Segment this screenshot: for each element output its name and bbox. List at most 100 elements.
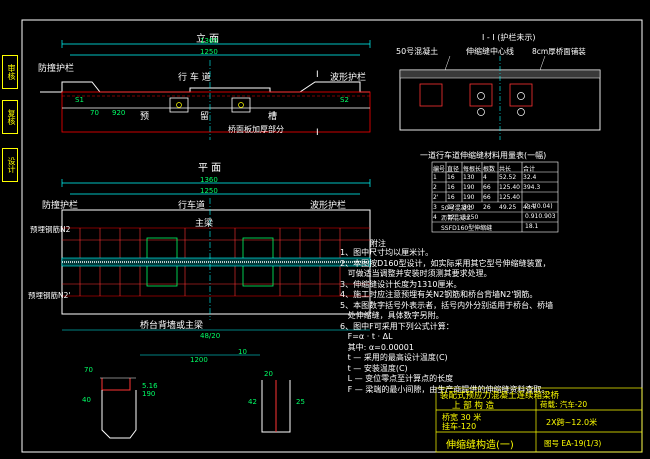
detail-dim-d: 10 [238,348,247,356]
materials-footer-value: 2.4(0.04) [525,203,553,210]
elev-slot-label-1: 预 [140,112,150,122]
detail-dim-c: 40 [82,396,91,404]
title-project: 装配式预应力混凝土连续箱梁桥 [440,391,560,401]
materials-cell: 1 [433,174,437,181]
note-line: 其中: α=0.00001 [340,342,414,352]
detail-dim-h: 20 [264,370,273,378]
detail-dim-i: 25 [296,398,305,406]
materials-cell: 16 [447,184,455,191]
elev-dim-top-label: 1360 [200,37,218,45]
materials-cell: 3 [433,204,437,211]
detail-dim-b: 1200 [190,356,208,364]
elev-bottom-label: 桥面板加厚部分 [228,125,284,134]
note-line: 可做适当调整并安装时须测其要求处理。 [340,269,492,278]
detail-dim-a: 70 [84,366,93,374]
materials-cell: 4 [433,214,437,221]
drawing-frame [21,19,643,453]
elev-deck-outline [40,81,370,93]
title-width: 桥宽 30 米 [442,413,482,422]
elev-dim-left: 70 [90,109,99,117]
materials-header-cell: 编号 [433,166,446,173]
materials-cell: 130 [463,174,475,181]
elev-dim-sub-label: 1250 [200,48,218,56]
plan-rebar-n2p: 预埋钢筋N2' [28,291,71,300]
materials-footer-label: SSFD160型伸缩缝 [441,225,493,232]
title-part: 上 部 构 造 [452,401,495,411]
title-block-grid [435,387,643,453]
plan-beam-label: 主梁 [195,219,214,229]
detail-bar-2 [101,390,137,439]
elev-dim-small: 920 [112,109,126,117]
note-line: 2、本图按D160型设计，如实际采用其它型号伸缩缝装置， [340,258,551,268]
elev-slot-label-2: 留 [200,112,210,122]
plan-center-label: 行车道 [178,201,206,211]
plan-right-label: 波形护栏 [310,201,347,211]
elev-left-label: 防撞护栏 [38,64,75,74]
materials-header-cell: 合计 [523,166,536,173]
detail-dim-f: 190 [142,390,156,398]
section-title: I - I (护栏未示) [482,33,536,42]
title-spec2: 挂车-120 [442,422,477,431]
note-line: L — 变位零点至计算点的长度 [340,374,454,383]
materials-table-grid [431,161,559,233]
side-tab-design: 设计 [2,148,18,182]
elev-section-mark-2: I [316,128,319,138]
plan-rebar-n2: 预埋钢筋N2 [30,225,71,234]
materials-cell: 52.52 [499,174,517,181]
section-deck-label: 8cm厚桥面铺装 [532,47,586,56]
detail-dim-g: 42 [248,398,257,406]
materials-cell: 4 [483,174,487,181]
plan-dim-top-label: 1360 [200,176,218,184]
materials-cell: 12 [447,214,455,221]
materials-cell: 32.4 [523,174,537,181]
materials-cell: 125.40 [499,184,520,191]
note-line: 3、伸缩缝设计长度为1310厘米。 [340,279,462,289]
elev-section-mark-1: I [316,70,319,80]
materials-footer-value: 0.910.903 [525,213,556,220]
materials-cell: 190 [463,194,475,201]
materials-footer-value: 18.1 [525,223,539,230]
plan-title: 平 面 [198,163,222,174]
materials-cell: 66 [483,194,491,201]
materials-cell: 16 [447,194,455,201]
plan-bottom-label: 桥台背墙或主梁 [140,321,204,331]
materials-cell: 26 [483,204,491,211]
section-joint-label: 伸缩缝中心线 [466,47,514,56]
materials-table-title: 一道行车道伸缩缝材料用量表(一幅) [420,151,547,160]
side-tab-recheck: 复核 [2,100,18,134]
detail-hook-1 [101,378,131,391]
plan-rebar [62,239,370,285]
materials-header-cell: 根数 [483,166,496,173]
note-line: 5、本图数字括号外表示者，括号内外分别适用于桥台、桥墙 [340,300,554,310]
materials-footer-label: 50号混凝土 [441,205,473,212]
materials-cell: 12 [447,204,455,211]
elev-slot-right [231,97,251,113]
title-number: 图号 EA-19(1/3) [544,439,602,448]
note-line: F=α · t · ΔL [340,332,393,341]
note-line: 4、施工时应注意预埋有关N2钢筋和桥台背墙N2'钢筋。 [340,290,538,299]
materials-cell: 49.25 [499,204,517,211]
note-line: t — 采用的最高设计温度(C) [340,353,448,362]
plan-dim-bottom: 48/20 [200,332,221,340]
elev-s1: S1 [75,96,84,104]
elevation-title: 立 面 [196,34,220,45]
detail-dim-e: 5.16 [142,382,158,390]
materials-cell: 16 [447,174,455,181]
note-line: 处伸缩缝，具体数字另附。 [340,311,444,320]
title-drawing: 伸缩缝构造(一) [446,440,514,451]
elev-slot-label-3: 槽 [268,112,278,122]
elev-slot-left [169,97,189,113]
side-tab-review: 审核 [2,55,18,89]
note-line: F — 梁端的最小间隙，由生产商提供的伸缩缝资料查取。 [340,384,550,394]
materials-cell: 43.7 [523,204,537,211]
notes-list: 1、图中尺寸均以厘米计。2、本图按D160型设计，如实际采用其它型号伸缩缝装置，… [340,248,553,395]
elev-center-label: 行 车 道 [178,73,211,83]
notes-heading: 附注 [370,239,386,248]
elev-right-label: 波形护栏 [330,73,367,83]
section-concrete-label: 50号混凝土 [396,47,439,56]
title-spec1: 荷载: 汽车-20 [540,400,588,409]
materials-cell: 1250 [463,214,479,221]
materials-header-cell: 每根长 [463,166,482,173]
note-line: 1、图中尺寸均以厘米计。 [340,248,434,257]
